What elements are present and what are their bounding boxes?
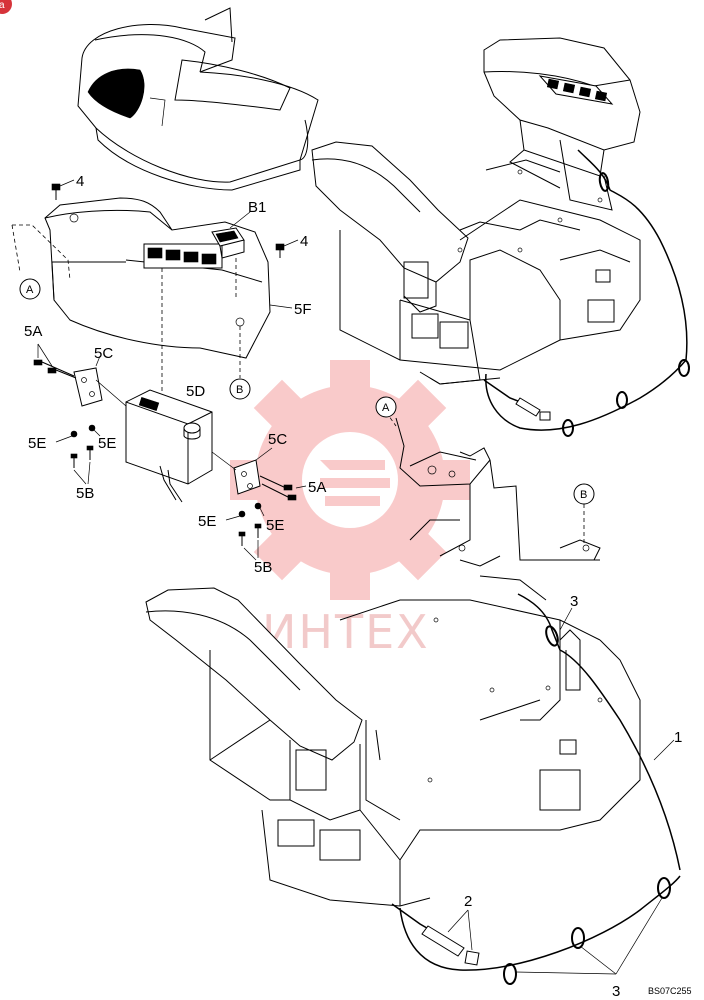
mounting-bracket-plate [395,417,601,567]
callout-5b-left: 5B [76,485,94,502]
callout-3-lower: 3 [612,983,620,1000]
ref-marker-b-left: B [229,378,251,400]
upper-switch-panel [538,75,614,105]
ref-marker-b-right: B [573,483,595,505]
callout-4-right: 4 [300,233,308,250]
callout-5a-right: 5A [308,479,326,496]
screws-5a-left [33,343,77,379]
callout-4-left: 4 [76,173,84,190]
callout-5e-left-1: 5E [28,435,46,452]
harness-part-1 [391,593,681,985]
ref-a-right-label: A [382,402,390,414]
washer-5e-left-1 [70,430,78,438]
bracket-5c-left [73,355,127,407]
callout-5b-right: 5B [254,559,272,576]
ref-marker-a-left: A [19,278,41,300]
callout-2: 2 [464,893,472,910]
switch-panel [143,243,223,269]
upper-cab-frame [311,37,641,385]
screw-4-left [51,179,75,200]
washer-5e-left-2 [88,424,96,432]
leader-lines [447,607,675,975]
ref-b-right-label: B [580,489,587,501]
screw-4-right [275,239,299,258]
callout-labels: 4 4 B1 5F 5A 5C 5D 5E 5E 5B 5C 5A 5E 5E … [24,173,682,1000]
ref-b-left-label: B [236,384,243,396]
bolts-5b-right [238,523,262,561]
callout-5d: 5D [186,383,205,400]
watermark-text: ИНТЕХ [262,605,430,659]
monitor-unit-5d [125,389,213,503]
left-console-housing [11,197,271,359]
callout-5e-right-2: 5E [266,517,284,534]
lower-cab-frame [145,575,641,907]
washer-5e-right-2 [254,502,262,510]
callout-3-upper: 3 [570,593,578,610]
callout-b1: B1 [248,199,266,216]
ref-marker-a-right: A [375,396,397,418]
callout-5e-left-2: 5E [98,435,116,452]
corner-badge: a [0,0,12,14]
callout-5f: 5F [294,301,312,318]
switch-b1 [211,211,251,259]
callout-5c-left: 5C [94,345,113,362]
bracket-5c-right [211,447,273,495]
callout-5e-right-1: 5E [198,513,216,530]
callout-1: 1 [674,729,682,746]
ref-a-left-label: A [26,284,34,296]
drawing-code: BS07C255 [648,986,692,996]
corner-badge-label: a [0,0,5,11]
upper-wiring-harness [483,149,690,437]
screws-5a-right [259,475,307,501]
operator-seat [77,7,319,191]
callout-5a-left: 5A [24,323,42,340]
callout-5c-right: 5C [268,431,287,448]
bolts-5b-left [70,445,94,485]
washer-5e-right-1 [238,510,246,518]
